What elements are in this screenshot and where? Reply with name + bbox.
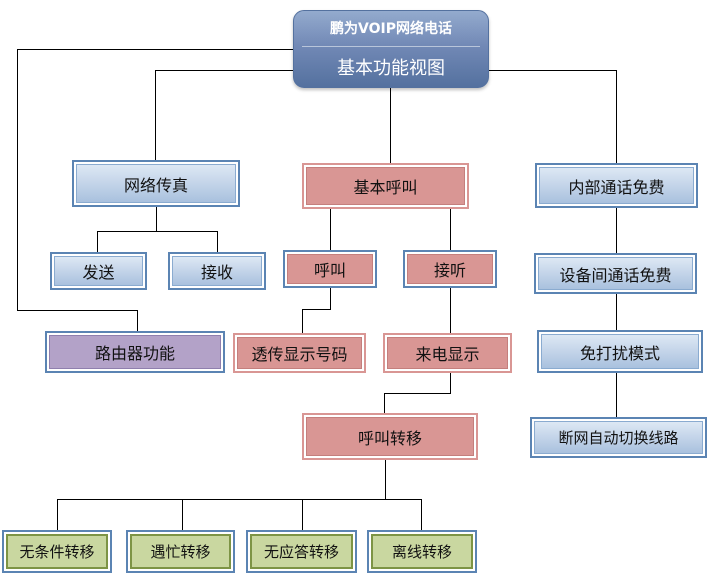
connector-noanswer-drop: [302, 499, 303, 530]
node-call: 呼叫: [283, 250, 377, 288]
node-label: 透传显示号码: [237, 337, 362, 369]
connector-fax-split-h: [97, 231, 218, 232]
node-label: 来电显示: [387, 337, 508, 369]
connector-fax-stem: [156, 207, 157, 231]
node-no-answer-forward: 无应答转移: [246, 530, 357, 573]
connector-root-router-v: [17, 49, 18, 310]
node-answer: 接听: [403, 250, 497, 288]
connector-unconditional-drop: [57, 499, 58, 530]
node-label: 无应答转移: [250, 534, 353, 569]
node-device-call-free: 设备间通话免费: [534, 253, 697, 294]
node-label: 发送: [54, 256, 143, 286]
node-send: 发送: [50, 252, 147, 290]
node-offline-forward: 离线转移: [367, 530, 477, 573]
connector-root-internal-h: [489, 70, 616, 71]
root-title: 鹏为VOIP网络电话: [302, 11, 480, 47]
node-label: 内部通话免费: [539, 167, 694, 204]
node-label: 接收: [172, 256, 262, 286]
connector-passthrough-h: [302, 309, 331, 310]
connector-busy-drop: [182, 499, 183, 530]
connector-call-stem: [330, 288, 331, 309]
node-passthrough-display: 透传显示号码: [233, 333, 366, 373]
connector-failover-drop: [616, 373, 617, 417]
connector-forward-stem: [385, 460, 386, 499]
node-caller-id: 来电显示: [383, 333, 512, 373]
node-root: 鹏为VOIP网络电话 基本功能视图: [293, 10, 489, 88]
connector-answer-drop: [450, 209, 451, 250]
connector-passthrough-drop: [302, 309, 303, 333]
node-receive: 接收: [168, 252, 266, 290]
connector-device-drop: [616, 208, 617, 253]
node-label: 基本呼叫: [306, 167, 465, 205]
node-label: 离线转移: [371, 534, 473, 569]
connector-call-drop: [330, 209, 331, 250]
node-dnd-mode: 免打扰模式: [537, 330, 703, 373]
node-basic-call: 基本呼叫: [302, 163, 469, 209]
connector-forward-h: [384, 393, 451, 394]
node-label: 呼叫转移: [306, 417, 474, 456]
connector-offline-drop: [421, 499, 422, 530]
connector-root-basic-call: [390, 88, 391, 163]
node-router-function: 路由器功能: [45, 331, 225, 373]
node-call-forward: 呼叫转移: [302, 413, 478, 460]
connector-callerid-stem: [450, 373, 451, 394]
node-label: 设备间通话免费: [538, 257, 693, 290]
node-label: 路由器功能: [49, 335, 221, 369]
node-busy-forward: 遇忙转移: [126, 530, 235, 573]
node-network-fax: 网络传真: [72, 160, 240, 207]
connector-forward-split-h: [57, 499, 422, 500]
node-internal-call-free: 内部通话免费: [535, 163, 698, 208]
connector-root-fax-v: [155, 70, 156, 160]
connector-router-h2: [17, 310, 137, 311]
connector-send-drop: [97, 231, 98, 252]
node-label: 断网自动切换线路: [534, 421, 703, 454]
connector-root-fax-h: [155, 70, 293, 71]
connector-root-internal-v: [616, 70, 617, 163]
node-label: 遇忙转移: [130, 534, 231, 569]
node-unconditional-forward: 无条件转移: [2, 530, 112, 573]
node-label: 呼叫: [287, 254, 373, 284]
node-label: 接听: [407, 254, 493, 284]
connector-dnd-drop: [616, 294, 617, 330]
node-label: 无条件转移: [6, 534, 108, 569]
node-network-failover: 断网自动切换线路: [530, 417, 707, 458]
connector-root-router-h: [17, 49, 293, 50]
node-label: 免打扰模式: [541, 334, 699, 369]
connector-forward-drop: [384, 393, 385, 413]
node-label: 网络传真: [76, 164, 236, 203]
root-subtitle: 基本功能视图: [337, 57, 445, 79]
connector-receive-drop: [217, 231, 218, 252]
connector-callerid-drop: [450, 288, 451, 333]
connector-router-drop: [137, 310, 138, 331]
